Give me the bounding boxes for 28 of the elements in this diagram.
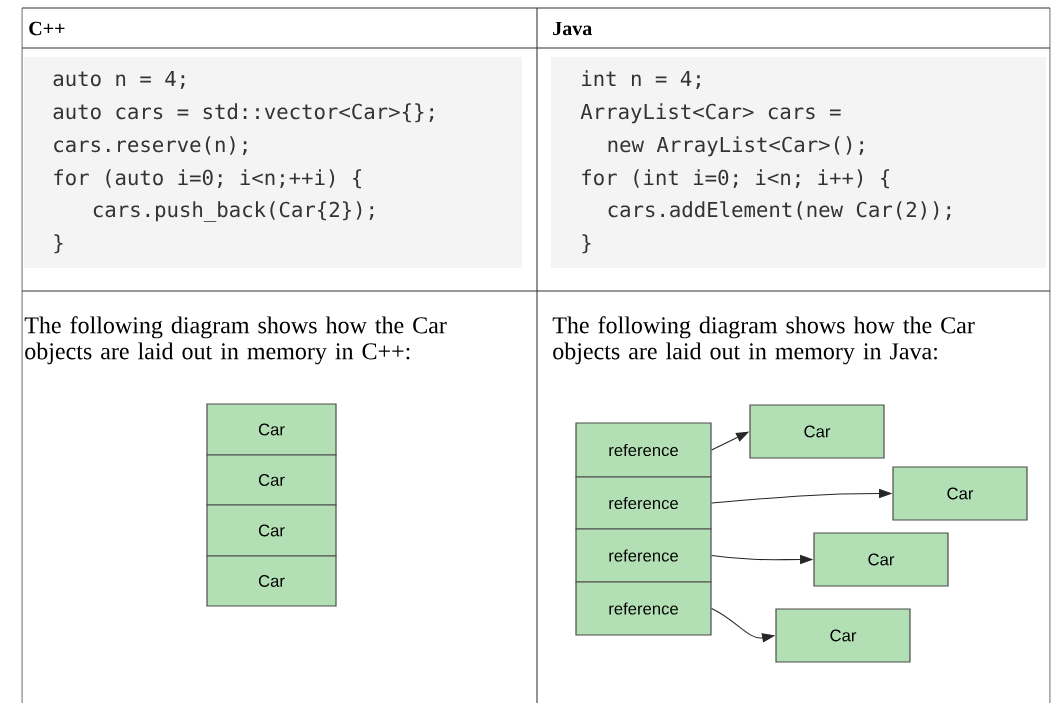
memory-cell: reference [575,581,712,636]
code-line: } [582,234,591,254]
memory-cell: Car [206,454,337,506]
code-line: int n = 4; [582,70,700,89]
memory-cell: reference [575,422,712,478]
memory-cell: Car [206,403,337,456]
code-line: } [54,234,63,254]
column-header: C++ [29,21,65,36]
code-line: new ArrayList<Car>(); [608,136,864,157]
object-box: Car [813,532,949,587]
code-line: ArrayList<Car> cars = [580,103,841,124]
column-header: Java [553,21,592,36]
memory-cell: reference [575,528,712,583]
code-line: cars.reserve(n); [54,136,247,155]
object-box: Car [892,466,1028,521]
code-line: for (auto i=0; i<n;++i) { [54,169,362,189]
object-box: Car [775,608,911,663]
code-line: for (int i=0; i<n; i++) { [582,169,890,189]
code-line: cars.push_back(Car{2}); [93,201,374,222]
paragraph: The following diagram shows how the Car objects are laid out in memory in C++: [24,316,447,365]
memory-cell: reference [575,476,712,530]
code-line: cars.addElement(new Car(2)); [608,201,951,220]
code-line: auto cars = std::vector<Car>{}; [53,103,434,123]
memory-cell: Car [206,555,337,607]
memory-cell: Car [206,504,337,557]
object-box: Car [749,404,885,459]
paragraph: The following diagram shows how the Car objects are laid out in memory in Java: [552,316,975,365]
code-line: auto n = 4; [53,70,185,89]
